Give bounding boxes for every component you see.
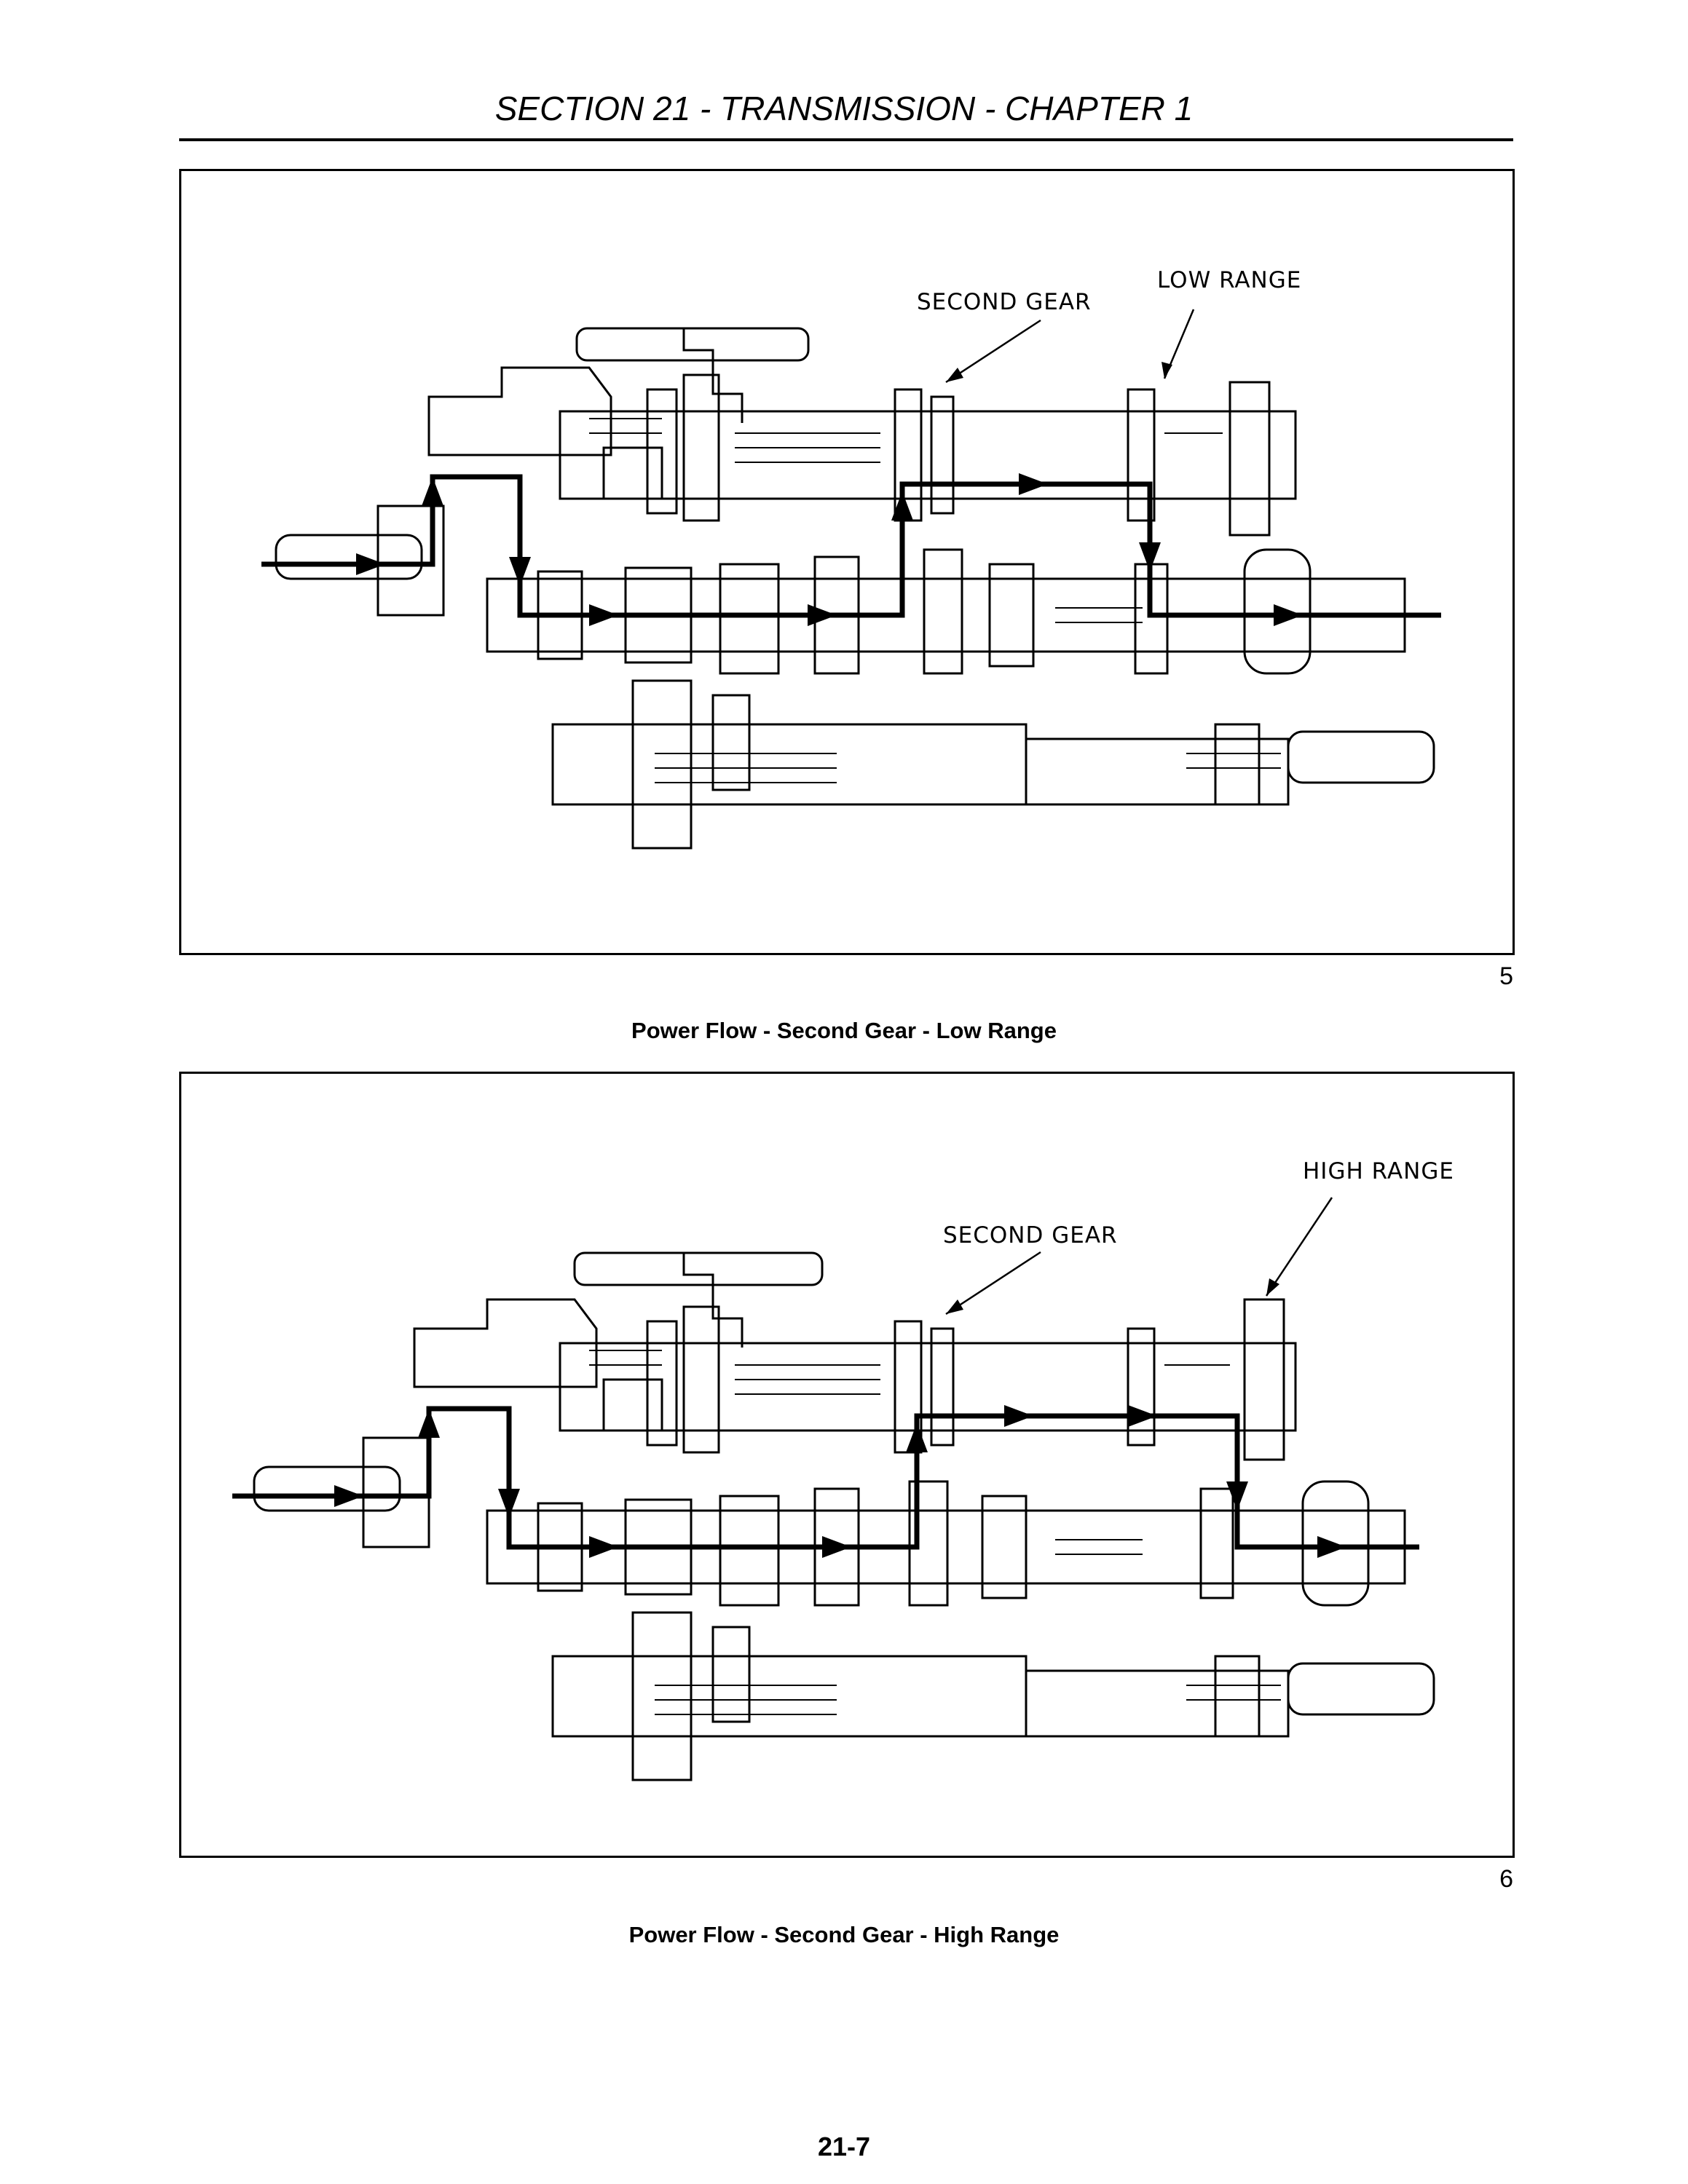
page-header-title: SECTION 21 - TRANSMISSION - CHAPTER 1 (494, 90, 1194, 127)
figure-5-caption: Power Flow - Second Gear - Low Range (631, 1018, 1057, 1043)
figure-6-caption: Power Flow - Second Gear - High Range (628, 1922, 1060, 1947)
figure-6-gear-label: SECOND GEAR (943, 1222, 1118, 1249)
figure-6-diagram: SECOND GEAR HIGH RANGE (232, 1158, 1454, 1781)
figure-5-gear-label: SECOND GEAR (917, 289, 1092, 315)
figure-5-frame: SECOND GEAR LOW RANGE (179, 169, 1515, 955)
figure-6-frame: SECOND GEAR HIGH RANGE (179, 1072, 1515, 1858)
figure-5-range-label: LOW RANGE (1157, 267, 1301, 293)
header-rule (179, 138, 1513, 141)
figure-5-diagram: SECOND GEAR LOW RANGE (261, 267, 1441, 850)
figure-6-range-label: HIGH RANGE (1303, 1158, 1454, 1184)
figure-5-number: 5 (1499, 962, 1513, 990)
page-number: 21-7 (817, 2132, 871, 2161)
figure-6-number: 6 (1499, 1865, 1513, 1893)
